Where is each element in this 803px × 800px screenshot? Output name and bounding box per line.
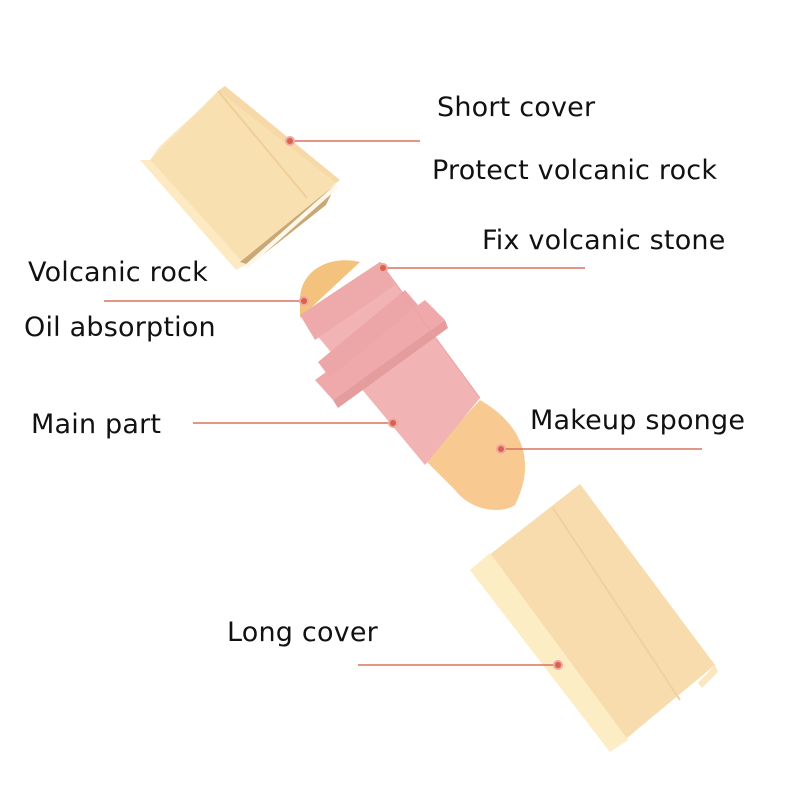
label-protect-volcanic-rock: Protect volcanic rock	[432, 155, 718, 186]
label-volcanic-rock: Volcanic rock	[28, 257, 208, 288]
callout-lines	[104, 140, 702, 666]
short-cover	[140, 86, 340, 270]
long-cover	[470, 484, 718, 752]
main-part	[300, 260, 526, 510]
label-fix-volcanic-stone: Fix volcanic stone	[482, 225, 726, 256]
callout-dots	[285, 136, 563, 670]
label-long-cover: Long cover	[227, 617, 378, 648]
label-oil-absorption: Oil absorption	[24, 312, 216, 343]
label-short-cover: Short cover	[437, 92, 596, 123]
label-main-part: Main part	[31, 409, 162, 440]
label-makeup-sponge: Makeup sponge	[530, 405, 746, 436]
